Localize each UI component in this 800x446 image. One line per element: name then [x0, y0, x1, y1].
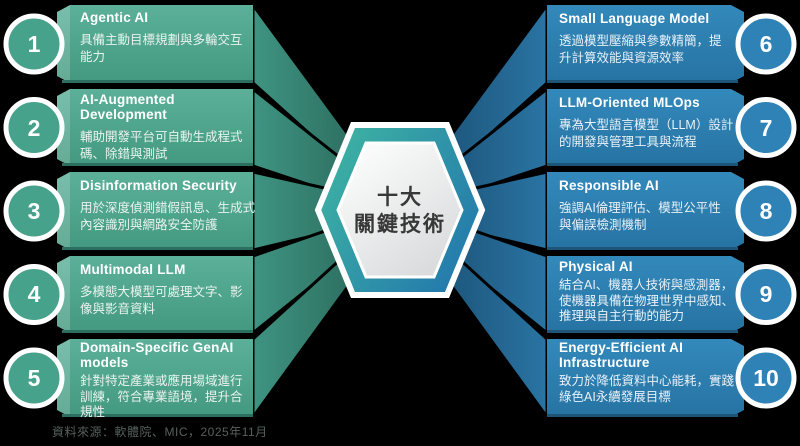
hexagon-inner — [336, 141, 464, 279]
number-badge-9: 9 — [759, 281, 773, 307]
card-5: Domain-Specific GenAI models 針對特定產業或應用場域… — [80, 340, 278, 421]
right-card-bottom-edges — [547, 80, 738, 417]
card-7: LLM-Oriented MLOps 專為大型語言模型（LLM）設計 的開發與管… — [559, 95, 757, 151]
card-3: Disinformation Security 用於深度偵測錯假訊息、生成式 內… — [80, 178, 278, 234]
card-5-desc: 針對特定產業或應用場域進行 訓練，符合專業語境，提升合 規性 — [80, 374, 243, 419]
card-4-title: Multimodal LLM — [80, 262, 186, 277]
card-7-title: LLM-Oriented MLOps — [559, 95, 700, 110]
card-4-desc: 多模態大模型可處理文字、影 像與影音資料 — [80, 285, 243, 316]
card-10: Energy-Efficient AI Infrastructure 致力於降低… — [559, 340, 757, 405]
card-7-desc: 專為大型語言模型（LLM）設計 的開發與管理工具與流程 — [559, 118, 734, 149]
number-badge-3: 3 — [27, 198, 41, 224]
card-6-title: Small Language Model — [559, 11, 710, 26]
card-8-title: Responsible AI — [559, 178, 659, 193]
number-badge-1: 1 — [27, 31, 41, 57]
card-6: Small Language Model 透過模型壓縮與參數精簡，提 升計算效能… — [559, 11, 757, 67]
number-badge-4: 4 — [27, 281, 41, 307]
number-badge-6: 6 — [759, 31, 773, 57]
number-badge-10: 10 — [753, 365, 779, 391]
card-10-desc: 致力於降低資料中心能耗，實踐 綠色AI永續發展目標 — [559, 374, 735, 404]
card-4: Multimodal LLM 多模態大模型可處理文字、影 像與影音資料 — [80, 262, 278, 318]
card-10-title: Energy-Efficient AI Infrastructure — [559, 340, 684, 370]
center-title: 十大 關鍵技術 — [354, 186, 446, 236]
card-9: Physical AI 結合AI、機器人技術與感測器， 使機器具備在物理世界中感… — [559, 259, 757, 325]
left-number-circles — [3, 13, 65, 409]
number-badge-7: 7 — [759, 115, 773, 141]
card-3-desc: 用於深度偵測錯假訊息、生成式 內容識別與網路安全防護 — [80, 201, 256, 232]
card-1: Agentic AI 具備主動目標規劃與多輪交互 能力 — [80, 10, 278, 66]
source-note: 資料來源：軟體院、MIC，2025年11月 — [52, 425, 268, 439]
right-number-circles — [735, 13, 797, 409]
card-9-desc: 結合AI、機器人技術與感測器， 使機器具備在物理世界中感知、 推理與自主行動的能… — [559, 278, 735, 323]
card-9-title: Physical AI — [559, 259, 633, 274]
card-8: Responsible AI 強調AI倫理評估、模型公平性 與偏誤檢測機制 — [559, 178, 757, 234]
right-cards — [547, 5, 744, 417]
left-cards — [57, 5, 253, 417]
card-3-title: Disinformation Security — [80, 178, 237, 193]
card-5-title: Domain-Specific GenAI models — [80, 340, 234, 370]
card-2: AI-Augmented Development 輔助開發平台可自動生成程式 碼… — [80, 92, 278, 163]
card-1-desc: 具備主動目標規劃與多輪交互 能力 — [80, 33, 243, 64]
card-2-desc: 輔助開發平台可自動生成程式 碼、除錯與測試 — [80, 130, 243, 161]
number-badge-2: 2 — [27, 115, 41, 141]
number-badge-5: 5 — [27, 365, 41, 391]
card-1-title: Agentic AI — [80, 10, 149, 25]
left-card-bottom-edges — [62, 80, 253, 417]
card-8-desc: 強調AI倫理評估、模型公平性 與偏誤檢測機制 — [559, 201, 721, 232]
card-6-desc: 透過模型壓縮與參數精簡，提 升計算效能與資源效率 — [559, 34, 722, 65]
number-badge-8: 8 — [759, 198, 773, 224]
card-2-title: AI-Augmented Development — [80, 92, 175, 122]
